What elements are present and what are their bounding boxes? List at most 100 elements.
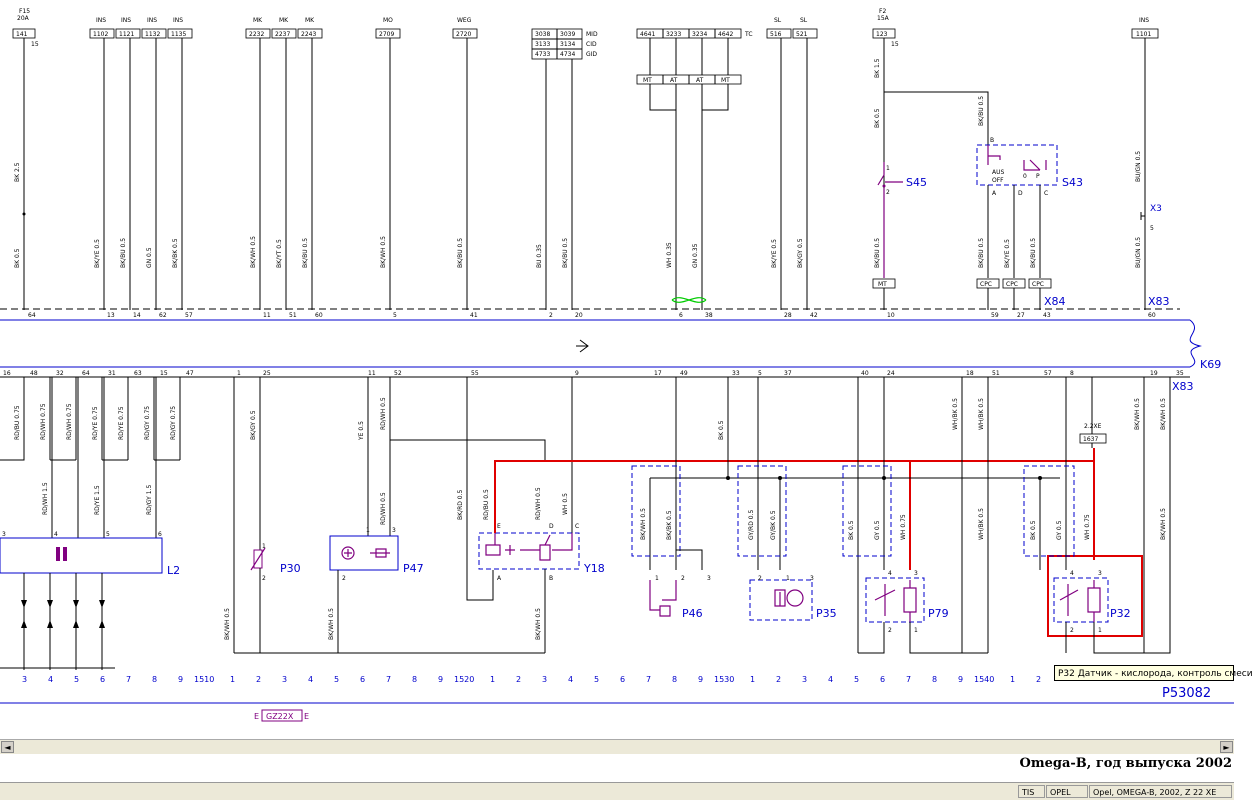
scroll-left-icon[interactable]: ◄ [1,741,14,753]
page-code: P53082 [1162,686,1211,701]
svg-text:1: 1 [655,575,659,582]
wire-label: BK/BU 0.5 [1030,238,1037,268]
y18-pin: C [575,523,579,530]
grid-cell: 4734 [560,51,575,58]
sl-box: 521 [796,31,808,38]
l2-label: L2 [167,564,180,577]
sensor-p46[interactable]: 1 2 3 P46 BK/WH 0.5 BK/BK 0.5 [631,377,711,620]
wire-label: RD/WH 0.5 [535,487,542,520]
pin-number: 8 [1070,370,1074,377]
status-app: TIS [1018,785,1045,798]
scale-number: 8 [152,675,157,684]
pin-number: 37 [784,370,792,377]
sensor-p47[interactable]: 1 3 2 P47 YE 0.5 RD/WH 0.5 RD/WH 0.5 BK/… [328,377,546,653]
svg-text:4: 4 [1070,570,1074,577]
wire-label: RD/GY 0.75 [144,406,151,440]
wire-label: GY/RD 0.5 [748,510,755,540]
grid-cell: 3039 [560,31,575,38]
p35-label: P35 [816,607,837,620]
pin-number: 55 [471,370,479,377]
control-unit-k69[interactable]: K69 [0,319,1221,371]
wire-label: GN 0.5 [146,247,153,268]
pin-number: 63 [134,370,142,377]
y18-pin: D [549,523,554,530]
scale-number: 5 [594,675,599,684]
engine-tag-box: GZ22X [266,712,294,721]
sensor-p79[interactable]: 4 3 2 1 P79 BK 0.5 GY 0.5 WH 0.75 [842,377,988,653]
pin-number: 60 [315,312,323,319]
p30-label: P30 [280,562,301,575]
k69-label: K69 [1200,358,1221,371]
tc-cell: 3233 [666,31,681,38]
svg-text:4: 4 [888,570,892,577]
sensor-p30[interactable]: 1 2 P30 BK/GY 0.5 BK/WH 0.5 [224,377,301,653]
engine-box: 1637 [1083,436,1098,443]
pin-number: 59 [991,312,999,319]
wiring-diagram-canvas[interactable]: F15 20A 141 15 INS 1102 INS 1121 INS 113… [0,0,1234,740]
grid-row-label: GID [586,51,597,58]
s43-pin: C [1044,190,1048,197]
grid-cell: 3038 [535,31,550,38]
y18-pin: A [497,575,502,582]
ins-box: 1135 [171,31,186,38]
switch-s43[interactable]: B AUS OFF 0 P A D C S43 [884,91,1083,278]
wire-label: BK/YT 0.5 [276,239,283,268]
pin-number: 27 [1017,312,1025,319]
wire-label: RD/BU 0.5 [483,489,490,520]
ins-box: 1132 [145,31,160,38]
pin-number: 40 [861,370,869,377]
scroll-right-icon[interactable]: ► [1220,741,1233,753]
s43-pin: B [990,137,994,144]
scale-number: 3 [22,675,27,684]
scale-number: 9 [178,675,183,684]
upper-wires [22,38,1146,310]
scale-number: 4 [308,675,313,684]
pin-number: 20 [575,312,583,319]
s43-label: S43 [1062,176,1083,189]
x83-label: X83 [1148,295,1170,308]
cpc-label: CPC [980,281,992,288]
ins-label: INS [121,17,131,24]
wire-label: BK 2.5 [14,162,21,182]
component-tooltip: P32 Датчик - кислорода, контроль смеси [1054,665,1253,681]
horizontal-scrollbar[interactable]: ◄ ► [0,739,1234,754]
wire-label: BK 1.5 [874,58,881,78]
ins-box: 1102 [93,31,108,38]
sensor-p35[interactable]: 2 1 3 P35 GY/RD 0.5 GY/BK 0.5 [737,377,837,621]
pin-number: 57 [185,312,193,319]
pin-number: 52 [394,370,402,377]
pin-number: 31 [108,370,116,377]
scale-number: 1 [230,675,235,684]
scale-number: 5 [334,675,339,684]
p47-label: P47 [403,562,424,575]
valve-y18[interactable]: E D C A B Y18 BK/RD 0.5 RD/BU 0.5 RD/WH … [457,377,605,653]
wire-label: BK/YE 0.5 [771,239,778,268]
sensor-p32[interactable]: 4 3 2 1 P32 1637 2.2XE BK 0.5 GY 0.5 WH … [1023,377,1171,654]
upper-wire-labels: BK 2.5 BK 0.5 BK/YE 0.5 BK/BU 0.5 GN 0.5… [14,58,1142,268]
pin-number: 11 [263,312,271,319]
switch-s45[interactable]: 1 2 S45 [877,162,927,278]
fuse-f2-box: 123 [876,31,888,38]
mo-label: MO [383,17,393,24]
scale-number: 6 [100,675,105,684]
module-l2[interactable]: 3 4 5 6 L2 [0,531,180,670]
wire-label: BK/BK 0.5 [172,238,179,268]
pin-number: 6 [679,312,683,319]
sl-label: SL [774,17,782,24]
pin-number: 33 [732,370,740,377]
scale-number: 8 [672,675,677,684]
s43-pin: A [992,190,997,197]
cpc-label: CPC [1032,281,1044,288]
connector-x3: X3 5 [1140,204,1162,232]
y18-pin: B [549,575,553,582]
svg-text:3: 3 [810,575,814,582]
mo-box: 2709 [379,31,394,38]
s45-label: S45 [906,176,927,189]
grid-row-label: MID [586,31,598,38]
scale-number: 4 [48,675,53,684]
svg-text:2: 2 [681,575,685,582]
status-brand: OPEL [1046,785,1088,798]
tc-cell: 3234 [692,31,707,38]
scale-number: 2 [516,675,521,684]
grid-cell: 3134 [560,41,575,48]
